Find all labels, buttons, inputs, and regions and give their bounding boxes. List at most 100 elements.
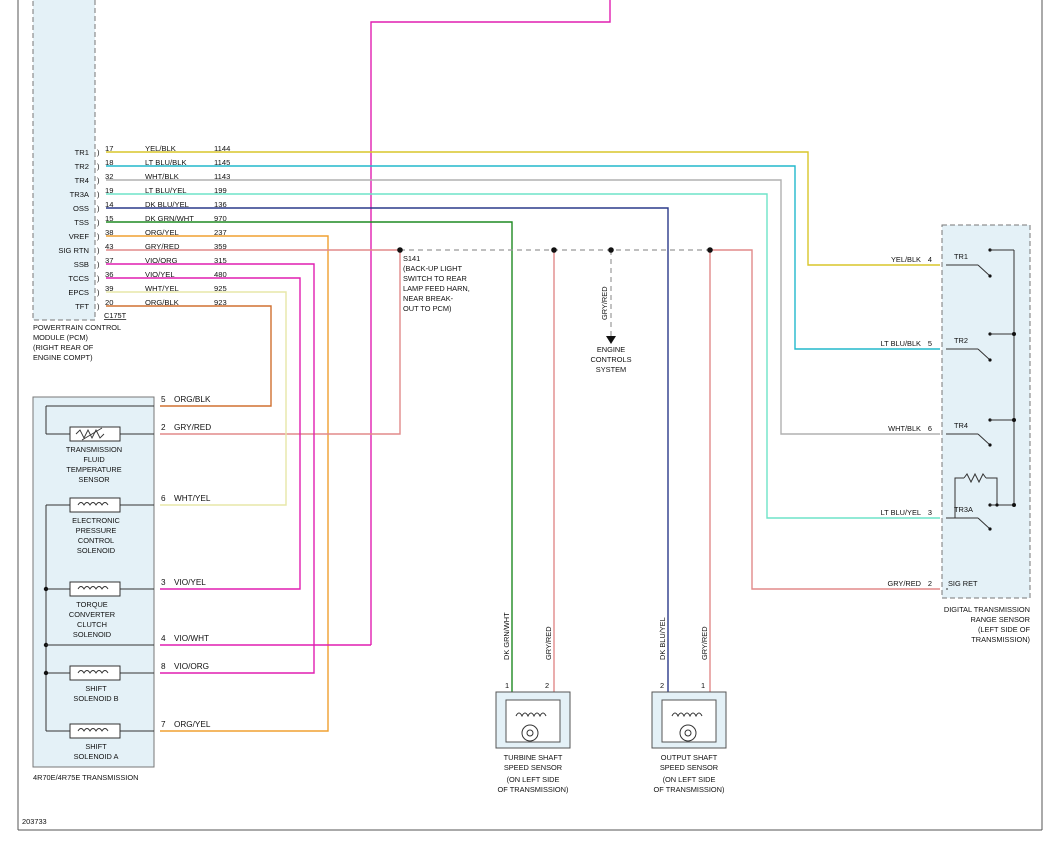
wire-color-label: ORG/YEL xyxy=(145,228,179,237)
connector-chevron-icon: ) xyxy=(97,274,100,283)
pcm-signal-label: TR2 xyxy=(75,162,89,171)
svg-text:1: 1 xyxy=(701,681,705,690)
svg-text:2: 2 xyxy=(928,579,932,588)
svg-text:TURBINE SHAFT: TURBINE SHAFT xyxy=(504,753,563,762)
svg-text:CONVERTER: CONVERTER xyxy=(69,610,115,619)
connector-chevron-icon: ) xyxy=(97,204,100,213)
pcm-signal-label: TR1 xyxy=(75,148,89,157)
pcm-pin-number: 38 xyxy=(105,228,113,237)
connector-chevron-icon: ) xyxy=(97,162,100,171)
svg-text:4R70E/4R75E TRANSMISSION: 4R70E/4R75E TRANSMISSION xyxy=(33,773,138,782)
pcm-signal-label: SIG RTN xyxy=(58,246,89,255)
circuit-number: 925 xyxy=(214,284,227,293)
wire-color-label: VIO/ORG xyxy=(145,256,178,265)
transmission-module: TRANSMISSION FLUID TEMPERATURE SENSOR EL… xyxy=(32,395,211,782)
svg-text:5: 5 xyxy=(928,339,932,348)
svg-text:TR3A: TR3A xyxy=(954,505,973,514)
pcm-pin-number: 19 xyxy=(105,186,113,195)
connector-chevron-icon: ) xyxy=(97,302,100,311)
svg-text:SYSTEM: SYSTEM xyxy=(596,365,626,374)
svg-text:CONTROLS: CONTROLS xyxy=(590,355,631,364)
svg-text:(LEFT SIDE OF: (LEFT SIDE OF xyxy=(978,625,1031,634)
svg-text:6: 6 xyxy=(161,494,166,503)
svg-text:SHIFT: SHIFT xyxy=(85,684,107,693)
svg-text:4: 4 xyxy=(928,255,932,264)
svg-text:VIO/YEL: VIO/YEL xyxy=(174,578,206,587)
pcm-pin-number: 39 xyxy=(105,284,113,293)
svg-text:SHIFT: SHIFT xyxy=(85,742,107,751)
circuit-number: 359 xyxy=(214,242,227,251)
pcm-name-line: ENGINE COMPT) xyxy=(33,353,93,362)
pcm-name-line: POWERTRAIN CONTROL xyxy=(33,323,121,332)
svg-text:7: 7 xyxy=(161,720,166,729)
svg-text:OUT TO PCM): OUT TO PCM) xyxy=(403,304,451,313)
connector-chevron-icon: ) xyxy=(97,176,100,185)
svg-text:1: 1 xyxy=(505,681,509,690)
pcm-pin-number: 32 xyxy=(105,172,113,181)
circuit-number: 923 xyxy=(214,298,227,307)
svg-text:SIG RET: SIG RET xyxy=(948,579,978,588)
svg-text:LAMP FEED HARN,: LAMP FEED HARN, xyxy=(403,284,470,293)
wire-color-label: LT BLU/YEL xyxy=(145,186,187,195)
circuit-number: 1143 xyxy=(214,172,230,181)
pcm-signal-label: SSB xyxy=(74,260,89,269)
connector-chevron-icon: ) xyxy=(97,232,100,241)
diagram-id: 203733 xyxy=(22,817,47,826)
svg-text:ENGINE: ENGINE xyxy=(597,345,625,354)
circuit-number: 237 xyxy=(214,228,227,237)
svg-text:TRANSMISSION: TRANSMISSION xyxy=(66,445,122,454)
tcc-solenoid xyxy=(69,581,154,597)
pcm-signal-label: OSS xyxy=(73,204,89,213)
svg-text:SPEED SENSOR: SPEED SENSOR xyxy=(660,763,718,772)
connector-chevron-icon: ) xyxy=(97,260,100,269)
circuit-number: 970 xyxy=(214,214,227,223)
svg-text:2: 2 xyxy=(660,681,664,690)
svg-text:OF TRANSMISSION): OF TRANSMISSION) xyxy=(498,785,569,794)
pcm-pin-number: 36 xyxy=(105,270,113,279)
svg-text:CONTROL: CONTROL xyxy=(78,536,114,545)
output-shaft-speed-sensor: DK BLU/YEL GRY/RED 2 1 OUTPUT SHAFT SPEE… xyxy=(651,617,727,794)
connector-chevron-icon: ) xyxy=(97,190,100,199)
svg-text:5: 5 xyxy=(161,395,166,404)
svg-text:DIGITAL TRANSMISSION: DIGITAL TRANSMISSION xyxy=(944,605,1030,614)
wire-color-label: VIO/YEL xyxy=(145,270,175,279)
connector-chevron-icon: ) xyxy=(97,246,100,255)
pcm-signal-label: VREF xyxy=(69,232,90,241)
svg-text:SOLENOID: SOLENOID xyxy=(73,630,111,639)
svg-text:PRESSURE: PRESSURE xyxy=(76,526,117,535)
svg-text:S141: S141 xyxy=(403,254,420,263)
svg-text:WHT/YEL: WHT/YEL xyxy=(174,494,211,503)
svg-text:CLUTCH: CLUTCH xyxy=(77,620,107,629)
pcm-connector-id: C175T xyxy=(104,311,127,320)
connector-chevron-icon: ) xyxy=(97,288,100,297)
pcm-signal-label: TFT xyxy=(75,302,89,311)
svg-text:OUTPUT SHAFT: OUTPUT SHAFT xyxy=(661,753,718,762)
svg-text:ORG/YEL: ORG/YEL xyxy=(174,720,211,729)
wire-color-label: GRY/RED xyxy=(145,242,180,251)
pcm-pin-number: 14 xyxy=(105,200,113,209)
svg-text:4: 4 xyxy=(161,634,166,643)
epc-solenoid xyxy=(69,497,154,513)
svg-text:VIO/ORG: VIO/ORG xyxy=(174,662,209,671)
pcm-name-line: (RIGHT REAR OF xyxy=(33,343,94,352)
connector-chevron-icon: ) xyxy=(97,148,100,157)
pcm-pin-number: 20 xyxy=(105,298,113,307)
svg-text:TR2: TR2 xyxy=(954,336,968,345)
pcm-pin-number: 17 xyxy=(105,144,113,153)
svg-text:FLUID: FLUID xyxy=(83,455,104,464)
wire-group xyxy=(106,151,940,732)
svg-text:GRY/RED: GRY/RED xyxy=(700,626,709,660)
pcm-signal-label: TR3A xyxy=(70,190,90,199)
pcm-name-line: MODULE (PCM) xyxy=(33,333,88,342)
svg-text:3: 3 xyxy=(928,508,932,517)
svg-text:SPEED SENSOR: SPEED SENSOR xyxy=(504,763,562,772)
svg-text:2: 2 xyxy=(161,423,166,432)
shift-solenoid-b xyxy=(69,665,154,681)
wire-color-label: YEL/BLK xyxy=(145,144,176,153)
wire-color-label: WHT/BLK xyxy=(145,172,179,181)
pcm-signal-label: TSS xyxy=(74,218,89,227)
svg-text:8: 8 xyxy=(161,662,166,671)
shift-solenoid-a xyxy=(69,723,154,739)
